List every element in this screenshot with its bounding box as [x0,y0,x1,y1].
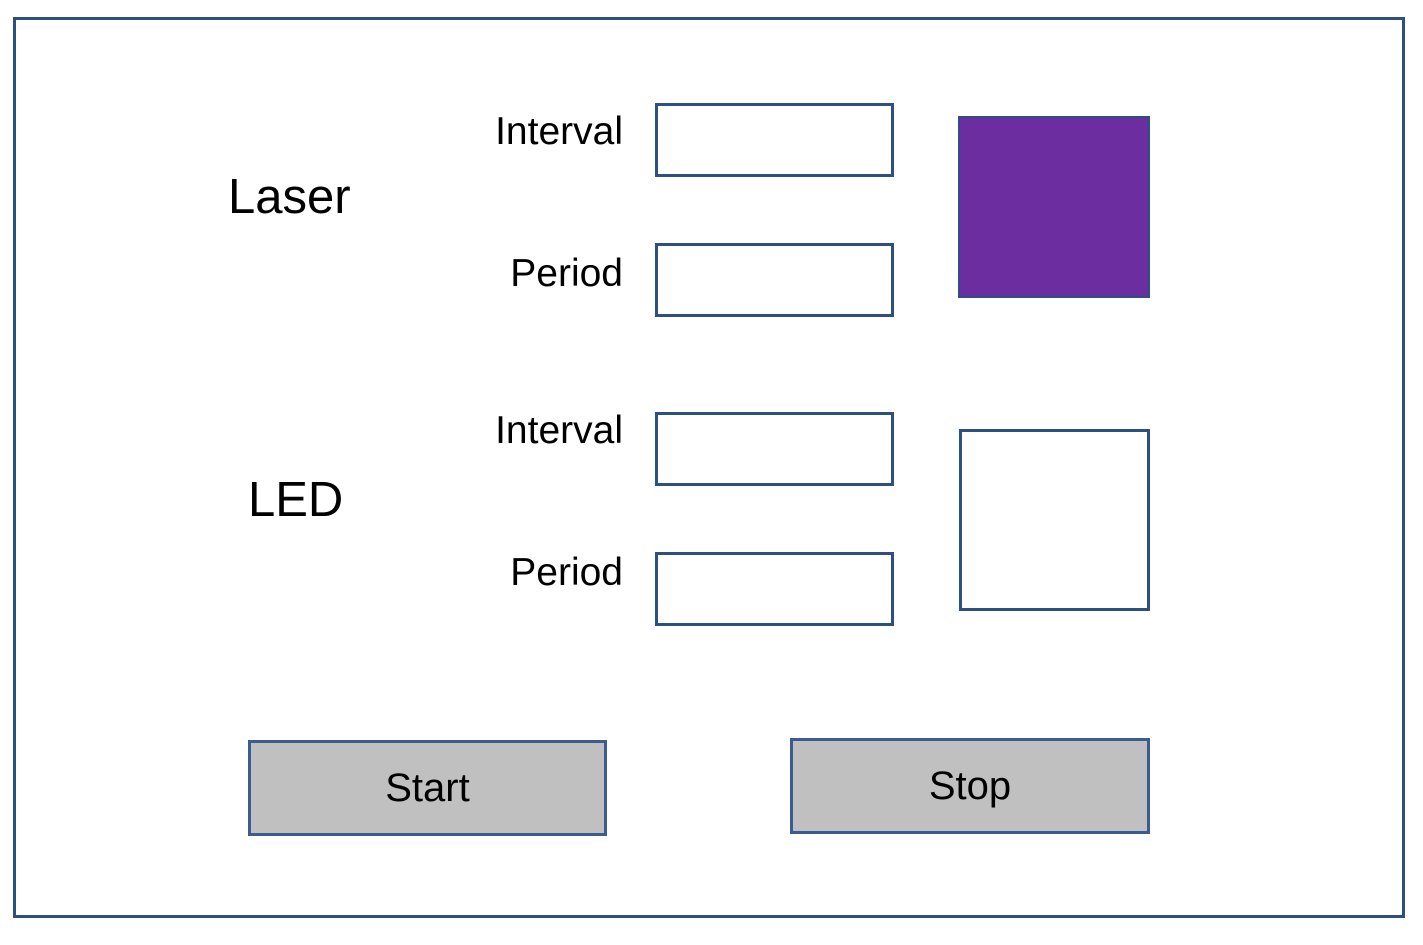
laser-group-title: Laser [228,170,351,224]
laser-state-indicator [958,116,1150,298]
led-period-input[interactable] [655,552,894,626]
led-group-title: LED [248,473,344,527]
led-period-label: Period [510,551,623,594]
led-interval-input[interactable] [655,412,894,486]
application-window: Laser Interval Period LED Interval Perio… [13,17,1405,918]
led-state-indicator [959,429,1150,611]
led-interval-label: Interval [495,409,623,452]
laser-period-input[interactable] [655,243,894,317]
laser-interval-input[interactable] [655,103,894,177]
start-button[interactable]: Start [248,740,607,836]
laser-interval-label: Interval [495,110,623,153]
stop-button[interactable]: Stop [790,738,1150,834]
laser-period-label: Period [510,252,623,295]
